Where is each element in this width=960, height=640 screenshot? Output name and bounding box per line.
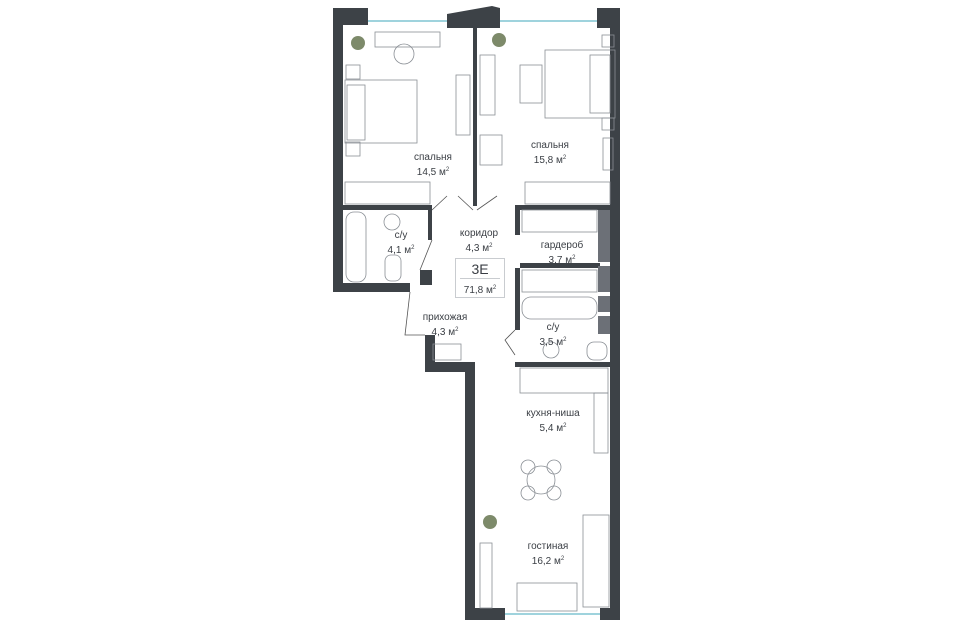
coffee-table-icon xyxy=(516,582,578,612)
plants xyxy=(351,33,506,529)
sofa-icon xyxy=(582,514,610,608)
tv-stand-icon xyxy=(479,542,493,609)
bed-icon xyxy=(544,49,616,119)
bathtub-icon xyxy=(521,296,598,320)
doors xyxy=(404,195,516,356)
toilet-icon xyxy=(384,254,402,282)
wardrobe-icon xyxy=(521,209,598,233)
storage-column xyxy=(598,210,610,334)
stove-icon xyxy=(593,392,609,454)
unit-code: 3E xyxy=(471,261,489,277)
kitchen-counter-icon xyxy=(519,367,609,394)
unit-info-box: 3E 71,8 м2 xyxy=(455,258,505,298)
bed-icon xyxy=(344,79,418,144)
toilet-icon xyxy=(586,341,608,361)
wardrobe-icon xyxy=(521,269,598,293)
dining-table-icon xyxy=(526,465,556,495)
unit-total-area: 71,8 м2 xyxy=(460,278,500,297)
shoe-rack-icon xyxy=(432,343,462,361)
desk-icon xyxy=(602,137,614,171)
sink-icon xyxy=(542,341,560,359)
bathtub-icon xyxy=(345,211,367,283)
wardrobe-icon xyxy=(524,181,611,205)
desk-icon xyxy=(374,31,441,48)
windows xyxy=(368,20,600,615)
walls xyxy=(333,6,620,620)
sink-icon xyxy=(383,213,401,231)
wardrobe-icon xyxy=(344,181,431,205)
furniture xyxy=(344,31,616,612)
